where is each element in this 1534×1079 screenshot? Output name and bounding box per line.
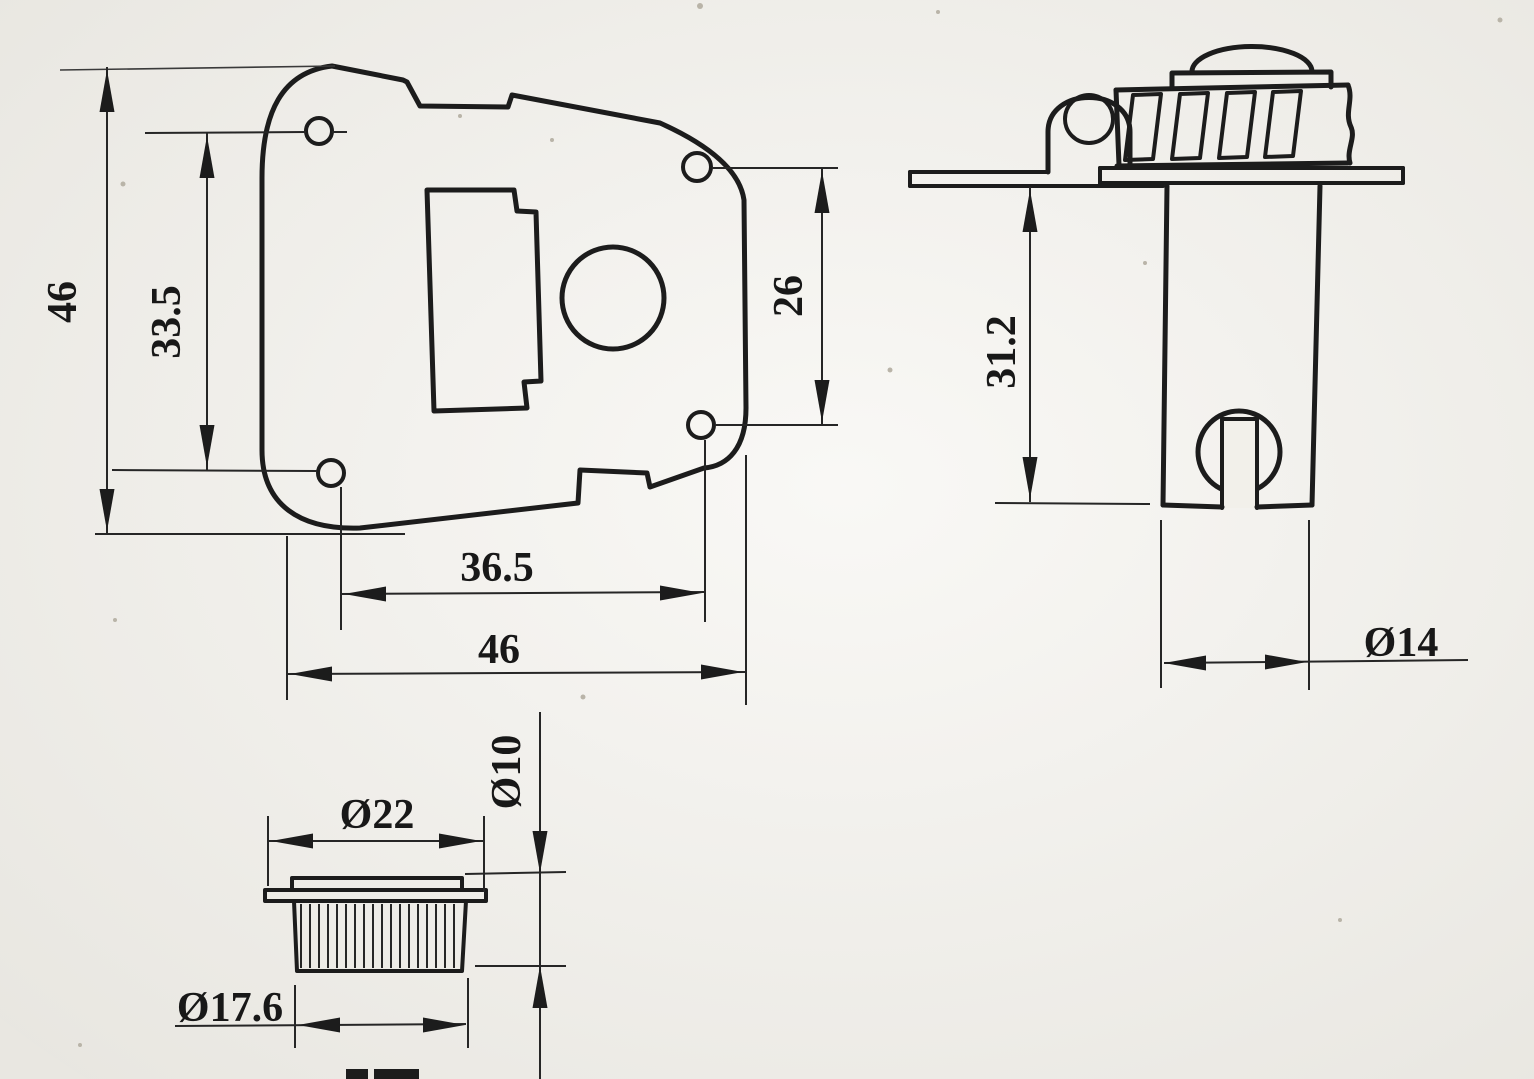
side-shaft — [1160, 183, 1323, 510]
shaft-right-edge — [1309, 183, 1323, 508]
side-arrowheads — [1022, 190, 1307, 671]
shaft-slot — [1220, 417, 1259, 510]
screw-hole-bottom-left — [316, 458, 346, 488]
side-knurled-knob — [1113, 44, 1355, 169]
dim-front-right-hole-spacing: 26 — [766, 275, 812, 317]
dim-side-shaft-diameter: Ø14 — [1364, 620, 1439, 666]
dim-bushing-bore-diameter: Ø10 — [484, 735, 530, 810]
title-fragment — [346, 1069, 419, 1079]
plate-outline — [259, 63, 749, 531]
screw-hole-bottom-right — [686, 410, 716, 440]
dim-bushing-knurl-diameter: Ø17.6 — [177, 985, 283, 1031]
bushing-arrowheads — [271, 831, 548, 1033]
paper-specks — [78, 3, 1503, 1047]
front-extension-lines — [59, 65, 838, 705]
plate-window-cutout — [424, 187, 544, 414]
dim-bushing-flange-diameter: Ø22 — [340, 792, 415, 838]
screw-hole-top-right — [681, 151, 713, 183]
screw-hole-top-left — [304, 116, 334, 146]
shaft-left-edge — [1160, 183, 1170, 508]
side-plate — [908, 166, 1405, 188]
knob-cap-bar — [1169, 69, 1334, 91]
dim-front-overall-width: 46 — [478, 627, 520, 673]
front-view: 46 33.5 26 36.5 46 — [40, 63, 838, 705]
dim-front-overall-height: 46 — [40, 281, 86, 323]
side-view: 31.2 Ø14 — [908, 44, 1469, 690]
shaft-bottom-edge — [1160, 502, 1315, 510]
dim-side-shaft-length: 31.2 — [979, 315, 1025, 389]
dim-front-lower-hole-spacing: 36.5 — [460, 545, 534, 591]
dim-front-left-hole-spacing: 33.5 — [144, 285, 190, 359]
front-arrowheads — [99, 70, 830, 682]
knob-dome — [1189, 44, 1315, 75]
bushing-extension-lines — [267, 712, 567, 1079]
bushing-knurl-lines — [300, 904, 455, 968]
side-dimension-lines — [1029, 187, 1469, 664]
bushing-body — [263, 876, 488, 973]
plate-center-hole — [559, 244, 667, 352]
bushing-view: Ø22 Ø10 Ø17.6 — [174, 712, 567, 1079]
